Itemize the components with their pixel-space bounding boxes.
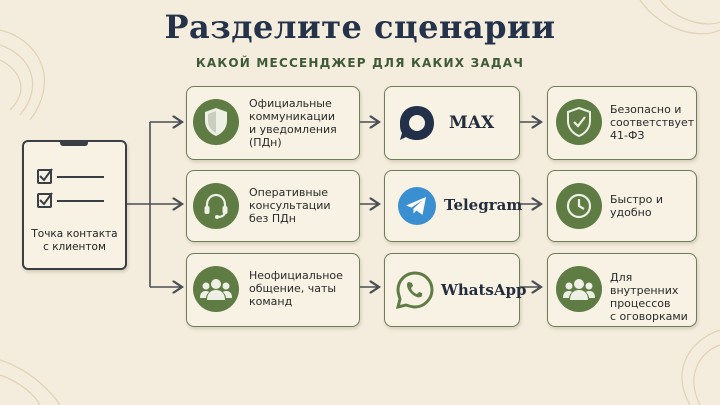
contact-point-label: Точка контакта с клиентом — [31, 228, 118, 253]
scenario-text-official: Официальные коммуникации и уведомления (… — [249, 97, 337, 149]
messenger-card-telegram: Telegram — [384, 170, 523, 242]
page-subtitle: КАКОЙ МЕССЕНДЖЕР ДЛЯ КАКИХ ЗАДАЧ — [195, 56, 525, 70]
messenger-card-whatsapp: WhatsApp — [384, 253, 526, 327]
scenario-card-official: Официальные коммуникации и уведомления (… — [186, 86, 360, 160]
scenario-text-informal: Неофициальное общение, чаты команд — [249, 269, 343, 308]
scenario-card-informal: Неофициальное общение, чаты команд — [186, 253, 360, 327]
messenger-card-max: MAX — [384, 86, 520, 160]
benefit-card-internal: Для внутренних процессов с оговорками — [547, 253, 697, 327]
scenario-text-consult: Оперативные консультации без ПДн — [249, 186, 331, 225]
messenger-name-telegram: Telegram — [444, 196, 523, 214]
max-logo-icon — [400, 106, 434, 140]
group-icon — [556, 266, 602, 312]
page-title: Разделите сценарии — [164, 8, 556, 46]
messenger-name-max: MAX — [449, 113, 495, 133]
clipboard-checklist-icon — [37, 142, 104, 208]
headset-icon — [193, 183, 239, 229]
contact-point-card: Точка контакта с клиентом — [22, 140, 127, 270]
messenger-name-whatsapp: WhatsApp — [441, 281, 527, 299]
telegram-logo-icon — [398, 187, 436, 225]
benefit-text-secure: Безопасно и соответствует 41-ФЗ — [610, 103, 695, 142]
whatsapp-logo-icon — [395, 271, 434, 310]
shield-icon — [193, 99, 239, 145]
benefit-text-fast: Быстро и удобно — [610, 193, 664, 219]
scenario-card-consult: Оперативные консультации без ПДн — [186, 170, 360, 242]
benefit-card-secure: Безопасно и соответствует 41-ФЗ — [547, 86, 697, 160]
shield-check-icon — [556, 99, 602, 145]
clock-icon — [556, 183, 602, 229]
benefit-card-fast: Быстро и удобно — [547, 170, 697, 242]
benefit-text-internal: Для внутренних процессов с оговорками — [610, 271, 688, 323]
group-icon — [193, 266, 239, 312]
